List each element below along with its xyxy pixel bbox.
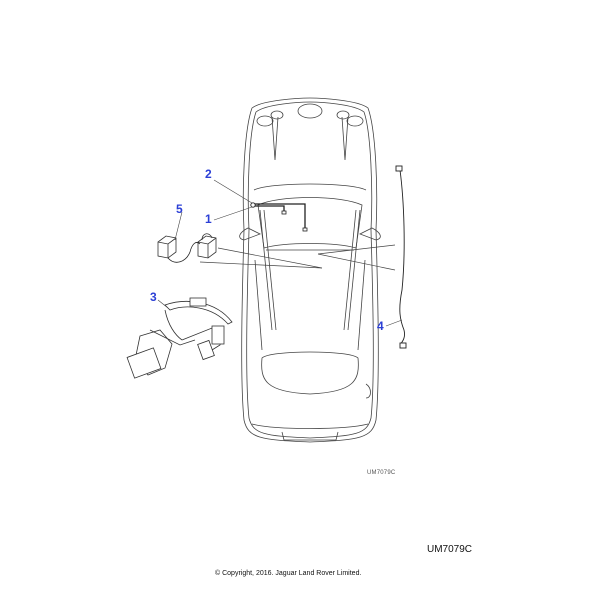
cable-4 bbox=[395, 165, 407, 349]
wiring-harness-3 bbox=[126, 297, 233, 379]
car-body-outline bbox=[239, 97, 381, 443]
copyright-notice: © Copyright, 2016. Jaguar Land Rover Lim… bbox=[215, 570, 362, 577]
callout-label-1: 1 bbox=[205, 212, 212, 226]
windscreen-harness bbox=[250, 202, 308, 232]
reference-lines bbox=[199, 244, 396, 271]
illustration-reference-code: UM7079C bbox=[427, 544, 473, 555]
callout-label-2: 2 bbox=[205, 167, 212, 181]
callout-label-4: 4 bbox=[377, 319, 384, 333]
illustration-reference-small: UM7079C bbox=[367, 470, 396, 476]
callout-label-5: 5 bbox=[176, 202, 183, 216]
module-assembly bbox=[157, 233, 217, 263]
callout-label-3: 3 bbox=[150, 290, 157, 304]
callout-leaders bbox=[157, 179, 403, 327]
